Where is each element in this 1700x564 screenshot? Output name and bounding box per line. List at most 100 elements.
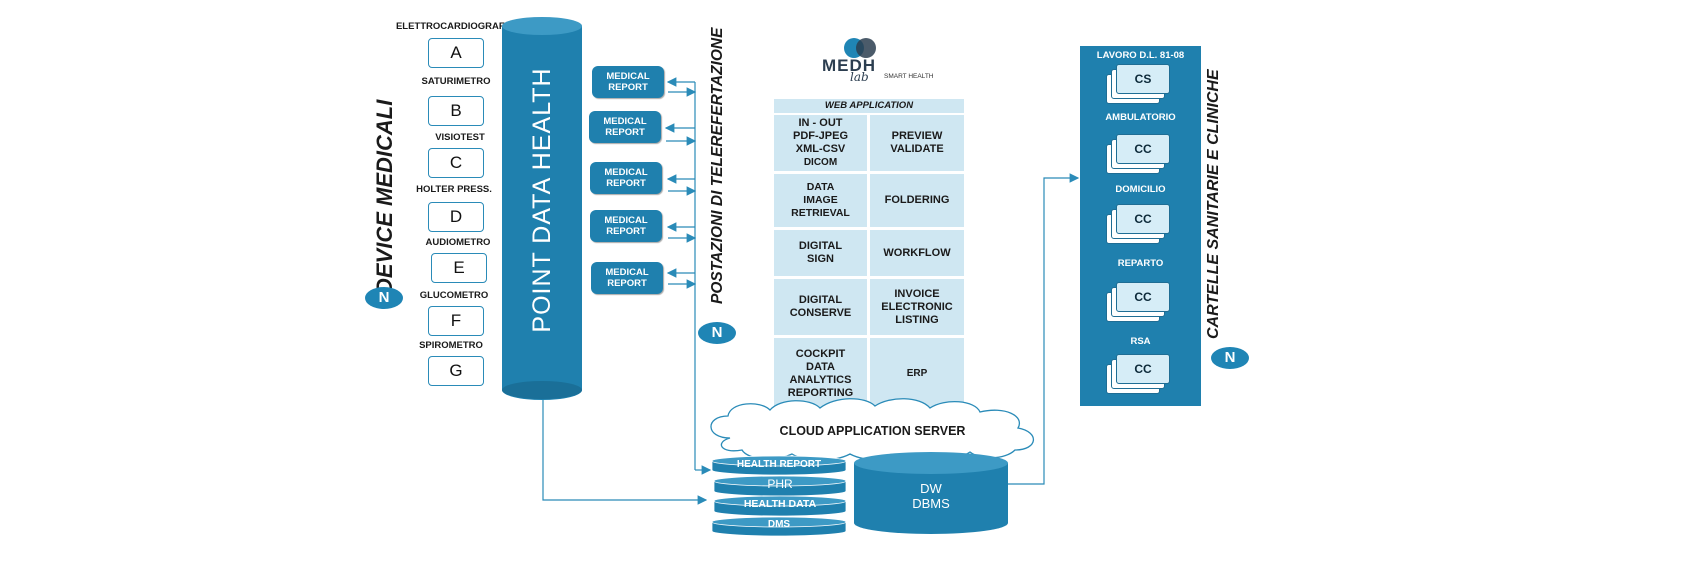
dw-label: DW bbox=[920, 481, 942, 496]
cell-erp: ERP bbox=[870, 338, 964, 409]
device-c[interactable]: C bbox=[428, 148, 484, 178]
record-code: CC bbox=[1116, 204, 1170, 234]
cell-line: DICOM bbox=[803, 157, 838, 168]
cell-line: FOLDERING bbox=[884, 194, 950, 206]
cell-preview-validate: PREVIEW VALIDATE bbox=[870, 115, 964, 171]
db-health-data: HEALTH DATA bbox=[743, 498, 817, 510]
record-code: CC bbox=[1116, 134, 1170, 164]
grid-divider bbox=[774, 276, 964, 279]
cell-line: REPORTING bbox=[787, 386, 854, 399]
cell-line: ELECTRONIC bbox=[881, 300, 953, 313]
record-stack-cc-1[interactable]: CC bbox=[1106, 134, 1170, 174]
cell-foldering: FOLDERING bbox=[870, 174, 964, 227]
device-b[interactable]: B bbox=[428, 96, 484, 126]
point-data-health-cylinder bbox=[502, 17, 582, 400]
cell-line: ERP bbox=[906, 368, 928, 379]
cell-digital-sign: DIGITAL SIGN bbox=[774, 230, 867, 276]
records-count-badge: N bbox=[1211, 347, 1249, 369]
medical-report-4[interactable]: MEDICAL REPORT bbox=[590, 210, 662, 242]
medical-report-2[interactable]: MEDICAL REPORT bbox=[589, 111, 661, 143]
device-label-glucometro: GLUCOMETRO bbox=[419, 290, 489, 301]
cell-workflow: WORKFLOW bbox=[870, 230, 964, 276]
cell-line: XML-CSV bbox=[795, 143, 846, 155]
device-g[interactable]: G bbox=[428, 356, 484, 386]
cell-line: IN - OUT bbox=[798, 117, 843, 129]
logo-tagline: SMART HEALTH bbox=[884, 73, 934, 80]
cell-line: COCKPIT bbox=[795, 347, 846, 360]
dw-dbms-cylinder bbox=[854, 452, 1008, 534]
cell-line: SIGN bbox=[807, 253, 834, 265]
cell-line: ANALYTICS bbox=[789, 373, 852, 386]
web-application-panel: WEB APPLICATION IN - OUT PDF-JPEG XML-CS… bbox=[774, 99, 964, 409]
record-stack-cc-3[interactable]: CC bbox=[1106, 282, 1170, 322]
device-count-badge: N bbox=[365, 287, 403, 309]
db-phr: PHR bbox=[767, 477, 793, 491]
record-code: CC bbox=[1116, 282, 1170, 312]
cell-line: DATA bbox=[806, 360, 835, 373]
report-line1: MEDICAL bbox=[604, 167, 648, 178]
record-label-ambulatorio: AMBULATORIO bbox=[1105, 112, 1176, 123]
point-data-health-title: POINT DATA HEALTH bbox=[528, 67, 556, 333]
cloud-label: CLOUD APPLICATION SERVER bbox=[779, 424, 966, 438]
records-panel-title: LAVORO D.L. 81-08 bbox=[1096, 50, 1185, 61]
record-code: CC bbox=[1116, 354, 1170, 384]
device-label-ecg: ELETTROCARDIOGRAFO bbox=[395, 21, 513, 32]
report-line1: MEDICAL bbox=[606, 71, 650, 82]
record-label-domicilio: DOMICILIO bbox=[1115, 184, 1166, 195]
telerefertazione-title: POSTAZIONI DI TELEREFERTAZIONE bbox=[709, 27, 726, 304]
logo-main-text: MEDH bbox=[822, 56, 877, 75]
report-line2: REPORT bbox=[608, 82, 648, 93]
report-line2: REPORT bbox=[607, 278, 647, 289]
cell-cockpit: COCKPIT DATA ANALYTICS REPORTING bbox=[774, 338, 867, 409]
cell-line: CONSERVE bbox=[789, 307, 852, 319]
cell-line: LISTING bbox=[895, 313, 939, 326]
record-stack-cc-4[interactable]: CC bbox=[1106, 354, 1170, 394]
cell-data-image-retrieval: DATA IMAGE RETRIEVAL bbox=[774, 174, 867, 227]
logo-circles-icon bbox=[844, 38, 876, 58]
database-stack bbox=[711, 455, 847, 537]
report-line2: REPORT bbox=[605, 127, 645, 138]
cell-digital-conserve: DIGITAL CONSERVE bbox=[774, 279, 867, 335]
medical-report-1[interactable]: MEDICAL REPORT bbox=[592, 66, 664, 98]
report-line2: REPORT bbox=[606, 178, 646, 189]
record-code: CS bbox=[1116, 64, 1170, 94]
medical-report-5[interactable]: MEDICAL REPORT bbox=[591, 262, 663, 294]
device-a[interactable]: A bbox=[428, 38, 484, 68]
device-e[interactable]: E bbox=[431, 253, 487, 283]
report-line1: MEDICAL bbox=[603, 116, 647, 127]
cell-invoice: INVOICE ELECTRONIC LISTING bbox=[870, 279, 964, 335]
cell-line: PREVIEW bbox=[891, 130, 943, 142]
dbms-label: DBMS bbox=[912, 496, 950, 511]
grid-divider bbox=[867, 113, 870, 409]
medh-logo: MEDH lab SMART HEALTH bbox=[820, 37, 960, 87]
device-label-holter: HOLTER PRESS. bbox=[416, 184, 492, 195]
device-label-spirometro: SPIROMETRO bbox=[419, 340, 483, 351]
device-d[interactable]: D bbox=[428, 202, 484, 232]
grid-divider bbox=[774, 171, 964, 174]
report-line1: MEDICAL bbox=[605, 267, 649, 278]
device-label-saturimetro: SATURIMETRO bbox=[421, 76, 491, 87]
cell-line: WORKFLOW bbox=[883, 246, 951, 259]
device-f[interactable]: F bbox=[428, 306, 484, 336]
report-line1: MEDICAL bbox=[604, 215, 648, 226]
record-stack-cc-2[interactable]: CC bbox=[1106, 204, 1170, 244]
grid-divider bbox=[774, 227, 964, 230]
cell-line: IMAGE bbox=[803, 194, 838, 206]
device-medicali-title: DEVICE MEDICALI bbox=[372, 99, 397, 294]
record-label-rsa: RSA bbox=[1130, 336, 1151, 347]
records-panel: LAVORO D.L. 81-08 CS AMBULATORIO CC DOMI… bbox=[1080, 46, 1201, 406]
cell-in-out: IN - OUT PDF-JPEG XML-CSV DICOM bbox=[774, 115, 867, 171]
report-count-badge: N bbox=[698, 322, 736, 344]
cell-line: RETRIEVAL bbox=[791, 207, 850, 219]
device-label-visiotest: VISIOTEST bbox=[435, 132, 485, 143]
record-stack-cs[interactable]: CS bbox=[1106, 64, 1170, 104]
logo-script-text: lab bbox=[850, 70, 869, 84]
cell-line: DIGITAL bbox=[798, 240, 843, 252]
grid-divider bbox=[774, 335, 964, 338]
cell-line: DATA bbox=[806, 181, 835, 193]
cell-line: INVOICE bbox=[894, 287, 940, 300]
record-label-reparto: REPARTO bbox=[1117, 258, 1164, 269]
db-health-report: HEALTH REPORT bbox=[736, 459, 822, 470]
medical-report-3[interactable]: MEDICAL REPORT bbox=[590, 162, 662, 194]
